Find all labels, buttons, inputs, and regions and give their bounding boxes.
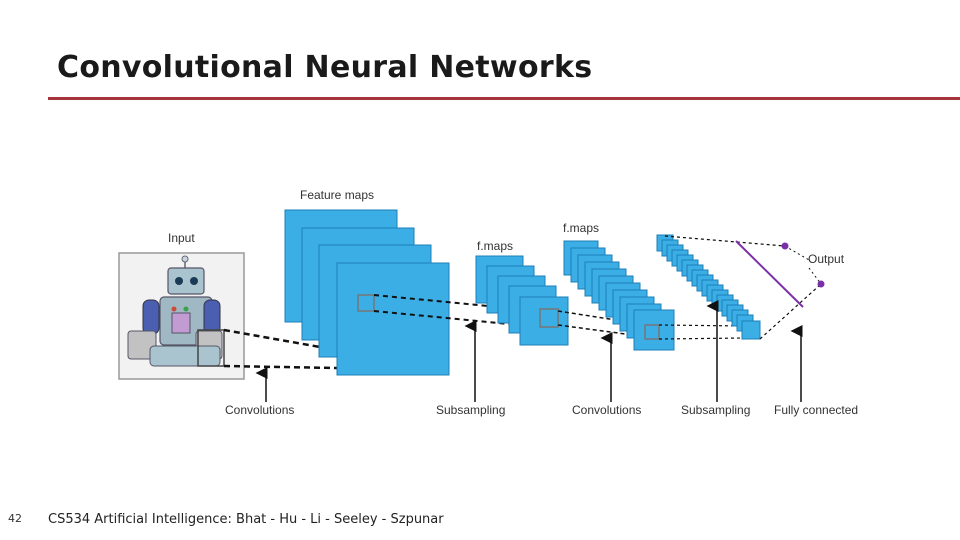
- subsampled-maps-stack: [475, 255, 569, 346]
- stage-label-subsampling: Subsampling: [436, 403, 505, 417]
- robot-icon: [127, 255, 223, 367]
- stage-label-subsampling-2: Subsampling: [681, 403, 750, 417]
- input-label: Input: [168, 231, 195, 245]
- input-receptive-field: [197, 329, 225, 367]
- connector-line: [557, 324, 649, 338]
- feature-maps-stack: [284, 209, 450, 376]
- slide-title: Convolutional Neural Networks: [57, 50, 593, 85]
- fully-connected-layer: [664, 235, 825, 340]
- f-maps-2-label: f.maps: [563, 221, 599, 235]
- output-vector-line: [735, 240, 804, 308]
- input-image: [118, 252, 245, 380]
- title-rule: [48, 97, 960, 100]
- connector-line: [223, 328, 338, 352]
- connector-line: [658, 324, 745, 327]
- connector-line: [557, 310, 649, 326]
- footer-text: CS534 Artificial Intelligence: Bhat - Hu…: [48, 512, 444, 527]
- f-maps-label: f.maps: [477, 239, 513, 253]
- conv-maps-stack: [563, 240, 675, 351]
- output-node: [817, 280, 825, 288]
- connector-line: [658, 337, 745, 340]
- output-label: Output: [808, 252, 845, 266]
- connector-line: [223, 364, 338, 370]
- stage-label-fully-connected: Fully connected: [774, 403, 858, 417]
- feature-maps-label: Feature maps: [300, 188, 374, 202]
- stage-label-convolutions: Convolutions: [225, 403, 294, 417]
- output-node: [781, 242, 789, 250]
- page-number: 42: [8, 512, 22, 525]
- stage-label-convolutions-2: Convolutions: [572, 403, 641, 417]
- final-maps-stack: [656, 234, 761, 340]
